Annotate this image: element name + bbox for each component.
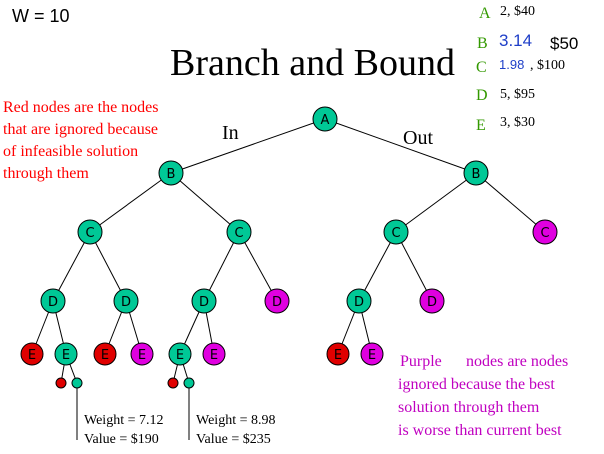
edge (203, 231, 240, 302)
item-e-letter: E (476, 117, 486, 134)
item-b-weight: 3.14 (499, 31, 532, 50)
svg-text:E: E (210, 348, 218, 363)
capacity-label: W = 10 (12, 6, 70, 26)
svg-text:E: E (176, 348, 184, 363)
leaf-infeasible (167, 377, 179, 389)
leaf-infeasible (55, 377, 67, 389)
node-c: C (77, 219, 103, 245)
item-d-letter: D (476, 87, 488, 104)
edge (324, 118, 477, 174)
svg-text:E: E (101, 348, 109, 363)
tree-nodes: A B B C C C C D (20, 106, 558, 389)
leaf-2-value: Value = $235 (196, 432, 271, 447)
svg-text:C: C (391, 226, 400, 241)
item-c-value: , $100 (530, 58, 565, 73)
item-a-text: 2, $40 (500, 4, 535, 19)
purple-note: Purple nodes are nodes ignored because t… (398, 353, 568, 439)
svg-text:D: D (121, 295, 131, 310)
edge (238, 231, 278, 302)
edge (89, 172, 172, 233)
node-d: D (191, 288, 217, 314)
red-note-line-3: of infeasible solution (3, 143, 138, 160)
item-list: A 2, $40 B 3.14 $50 C 1.98 , $100 D 5, $… (476, 4, 578, 134)
item-a-letter: A (479, 5, 491, 22)
item-b-letter: B (477, 35, 488, 52)
red-note-line-2: that are ignored because (3, 121, 158, 138)
edge (395, 231, 433, 302)
node-e-pruned: E (130, 342, 154, 366)
red-note-line-4: through them (3, 165, 89, 182)
item-d-text: 5, $95 (500, 87, 535, 102)
node-e-pruned: E (360, 342, 384, 366)
edge (170, 118, 326, 174)
svg-text:E: E (62, 348, 70, 363)
svg-text:C: C (540, 226, 549, 241)
svg-text:A: A (321, 113, 330, 128)
edge (358, 231, 397, 302)
edge (89, 231, 127, 302)
node-e: E (54, 342, 78, 366)
svg-text:D: D (48, 295, 58, 310)
svg-text:D: D (272, 295, 282, 310)
leaf-2-result: Weight = 8.98 Value = $235 (196, 413, 275, 447)
node-d: D (113, 288, 139, 314)
edge (170, 172, 240, 233)
leaf-feasible (183, 377, 195, 389)
svg-text:E: E (138, 348, 146, 363)
svg-text:E: E (28, 348, 36, 363)
node-e-infeasible: E (20, 342, 44, 366)
node-b-out: B (463, 160, 489, 186)
purple-note-line-3: solution through them (398, 399, 540, 416)
edge (52, 231, 91, 302)
item-c-weight: 1.98 (499, 57, 524, 72)
node-e-infeasible: E (93, 342, 117, 366)
edge (395, 172, 477, 233)
svg-text:E: E (368, 348, 376, 363)
edge (475, 172, 546, 233)
leaf-feasible (71, 377, 83, 389)
node-c: C (383, 219, 409, 245)
purple-note-line-2: ignored because the best (398, 376, 555, 393)
node-c: C (226, 219, 252, 245)
node-a: A (312, 106, 338, 132)
leaf-1-weight: Weight = 7.12 (84, 413, 163, 428)
svg-text:C: C (85, 226, 94, 241)
node-e-infeasible: E (326, 342, 350, 366)
svg-text:D: D (427, 295, 437, 310)
purple-note-line-1: nodes are nodes (466, 353, 568, 370)
node-d: D (346, 288, 372, 314)
leaf-2-weight: Weight = 8.98 (196, 413, 275, 428)
leaf-1-value: Value = $190 (84, 432, 159, 447)
svg-text:D: D (199, 295, 209, 310)
svg-text:B: B (472, 167, 481, 182)
node-d-pruned: D (419, 288, 445, 314)
svg-text:E: E (334, 348, 342, 363)
in-branch-label: In (222, 122, 239, 144)
svg-text:C: C (234, 226, 243, 241)
purple-note-keyword: Purple (400, 353, 442, 370)
svg-text:D: D (354, 295, 364, 310)
item-c-letter: C (476, 59, 487, 76)
red-note-line-1: Red nodes are the nodes (3, 99, 159, 116)
node-d: D (40, 288, 66, 314)
purple-note-line-4: is worse than current best (398, 422, 562, 439)
node-c-pruned: C (532, 219, 558, 245)
node-d-pruned: D (264, 288, 290, 314)
diagram-title: Branch and Bound (170, 42, 455, 84)
node-b-in: B (158, 160, 184, 186)
node-e: E (168, 342, 192, 366)
svg-text:B: B (167, 167, 176, 182)
item-b-value: $50 (550, 34, 578, 53)
out-branch-label: Out (403, 127, 433, 149)
node-e-pruned: E (202, 342, 226, 366)
item-e-text: 3, $30 (500, 115, 535, 130)
red-note: Red nodes are the nodes that are ignored… (3, 99, 159, 182)
leaf-1-result: Weight = 7.12 Value = $190 (84, 413, 163, 447)
